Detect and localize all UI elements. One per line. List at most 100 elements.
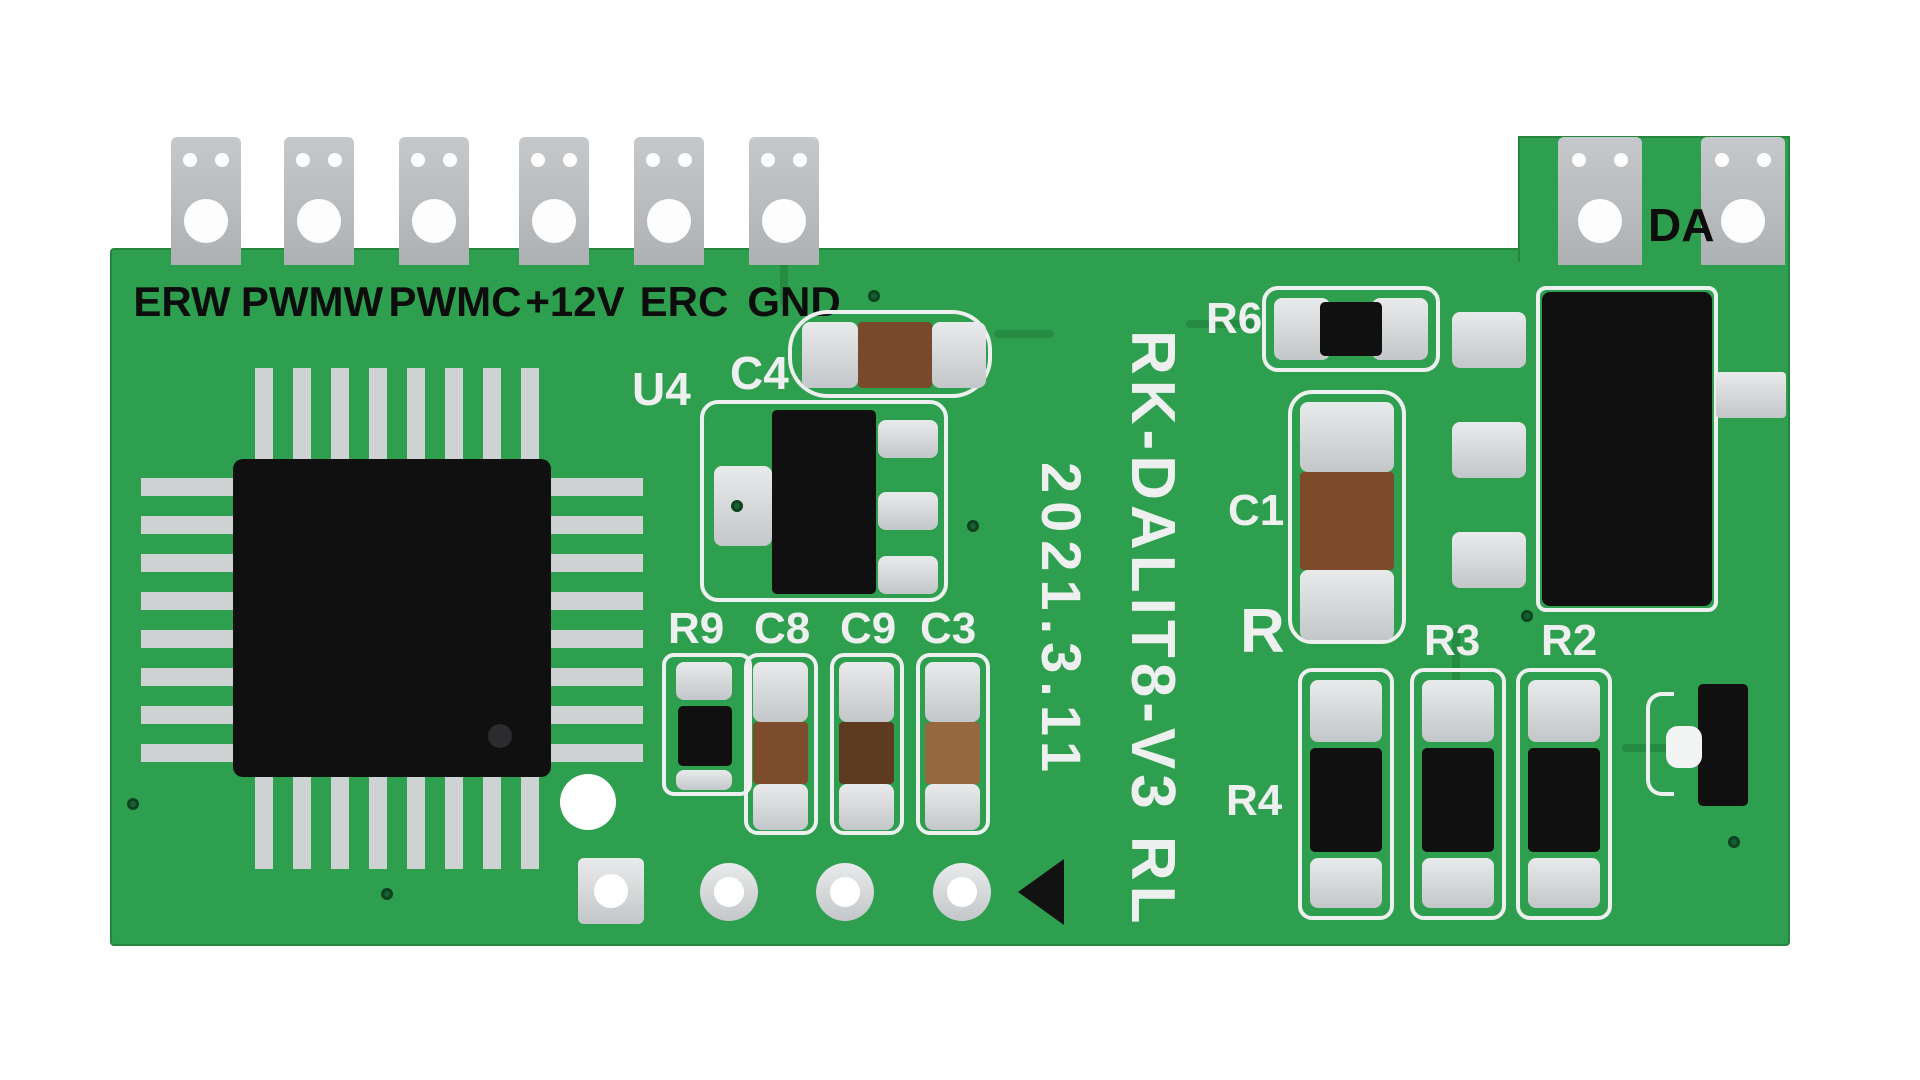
- terminal-erw: [171, 137, 241, 265]
- terminal-pin-hole: [1715, 153, 1729, 167]
- c4-left-cap: [802, 322, 858, 388]
- resistor-pack-top-pad: [1528, 680, 1600, 742]
- terminal-wire-hole: [412, 199, 456, 243]
- c8-top-cap: [753, 662, 808, 722]
- c4-body: [858, 322, 932, 388]
- resistor-pack-top-pad: [1422, 680, 1494, 742]
- terminal-pin-hole: [411, 153, 425, 167]
- resistor-pack-bottom-pad: [1528, 858, 1600, 908]
- terminal-pin-hole: [531, 153, 545, 167]
- c9-top-cap: [839, 662, 894, 722]
- label-r: R: [1240, 597, 1285, 666]
- c1-body: [1300, 472, 1394, 570]
- chip-leads-right: [550, 478, 643, 762]
- terminal-da-left: [1558, 137, 1642, 265]
- resistor-pack-outline: [1516, 668, 1612, 920]
- label-r9: R9: [668, 604, 725, 653]
- terminal-pin-hole: [443, 153, 457, 167]
- terminal-wire-hole: [1578, 199, 1622, 243]
- chip-pin1-dot: [488, 724, 512, 748]
- copper-trace: [994, 330, 1054, 338]
- c4-silkscreen-outline: [788, 310, 992, 398]
- label-da: DA: [1648, 199, 1715, 251]
- chip-leads-left: [141, 478, 234, 762]
- u4-right-pad: [878, 492, 938, 530]
- silkscreen-model: RK-DALIT8-V3 RL: [1118, 330, 1187, 929]
- r9-silkscreen-outline: [662, 653, 752, 796]
- r6-silkscreen-outline: [1262, 286, 1440, 372]
- resistor-pack-body: [1310, 748, 1382, 852]
- smd-silkscreen-bracket: [1646, 692, 1674, 796]
- terminal-wire-hole: [1721, 199, 1765, 243]
- copper-trace: [1186, 320, 1256, 328]
- terminal-pin-hole: [183, 153, 197, 167]
- terminal-da-right: [1701, 137, 1785, 265]
- resistor-pack-bottom-pad: [1422, 858, 1494, 908]
- c9-bottom-cap: [839, 784, 894, 830]
- label-erc: ERC: [639, 278, 729, 325]
- r9-bottom-pad: [676, 770, 732, 790]
- via-dot: [1728, 836, 1740, 848]
- terminal-wire-hole: [184, 199, 228, 243]
- label-r4: R4: [1226, 776, 1283, 825]
- via-dot: [731, 500, 743, 512]
- terminal-pin-hole: [1614, 153, 1628, 167]
- resistor-pack-body: [1528, 748, 1600, 852]
- c3-body: [925, 722, 980, 784]
- label-r2: R2: [1541, 616, 1598, 665]
- triangle-marker-icon: [1018, 859, 1064, 925]
- small-smd-body: [1698, 684, 1748, 806]
- terminal-pin-hole: [1757, 153, 1771, 167]
- c3-bottom-cap: [925, 784, 980, 830]
- c1-silkscreen-outline: [1288, 390, 1406, 644]
- regulator-pad-1: [1452, 312, 1526, 368]
- chip-leads-top: [255, 368, 539, 460]
- u4-left-pad: [714, 466, 772, 546]
- label-erw: ERW: [133, 278, 231, 325]
- chip-leads-bottom: [255, 777, 539, 869]
- label-pwmc: PWMC: [388, 278, 522, 325]
- terminal-gnd: [749, 137, 819, 265]
- u4-silkscreen-outline: [700, 400, 948, 602]
- label-12v: +12V: [525, 278, 625, 325]
- resistor-pack-outline: [1298, 668, 1394, 920]
- terminal-wire-hole: [647, 199, 691, 243]
- terminal-12v: [519, 137, 589, 265]
- via-dot: [381, 888, 393, 900]
- r9-body: [678, 706, 732, 766]
- terminal-pin-hole: [215, 153, 229, 167]
- c3-top-cap: [925, 662, 980, 722]
- r9-top-pad: [676, 662, 732, 700]
- regulator-tab-pad: [1716, 372, 1786, 418]
- plated-hole: [947, 877, 977, 907]
- copper-trace: [1622, 744, 1708, 752]
- regulator-body: [1542, 292, 1712, 606]
- c4-right-cap: [932, 322, 986, 388]
- silkscreen-date: 2021.3.11: [1030, 462, 1093, 781]
- via-dot: [967, 520, 979, 532]
- u4-right-pad: [878, 556, 938, 594]
- regulator-pad-3: [1452, 532, 1526, 588]
- resistor-pack-bottom-pad: [1310, 858, 1382, 908]
- c1-bottom-cap: [1300, 570, 1394, 640]
- resistor-pack-outline: [1410, 668, 1506, 920]
- via-dot: [127, 798, 139, 810]
- label-pwmw: PWMW: [240, 278, 384, 325]
- terminal-pin-hole: [1572, 153, 1586, 167]
- c9-body: [839, 722, 894, 784]
- c8-bottom-cap: [753, 784, 808, 830]
- terminal-pin-hole: [328, 153, 342, 167]
- mounting-hole: [560, 774, 616, 830]
- solder-blob: [1666, 726, 1702, 768]
- label-r3: R3: [1424, 616, 1481, 665]
- label-c1: C1: [1228, 486, 1285, 535]
- terminal-wire-hole: [297, 199, 341, 243]
- via-dot: [1521, 610, 1533, 622]
- r6-body: [1320, 302, 1382, 356]
- label-c4: C4: [730, 347, 789, 399]
- label-c8: C8: [754, 604, 811, 653]
- terminal-pwmw: [284, 137, 354, 265]
- copper-trace: [1452, 628, 1460, 682]
- terminal-wire-hole: [762, 199, 806, 243]
